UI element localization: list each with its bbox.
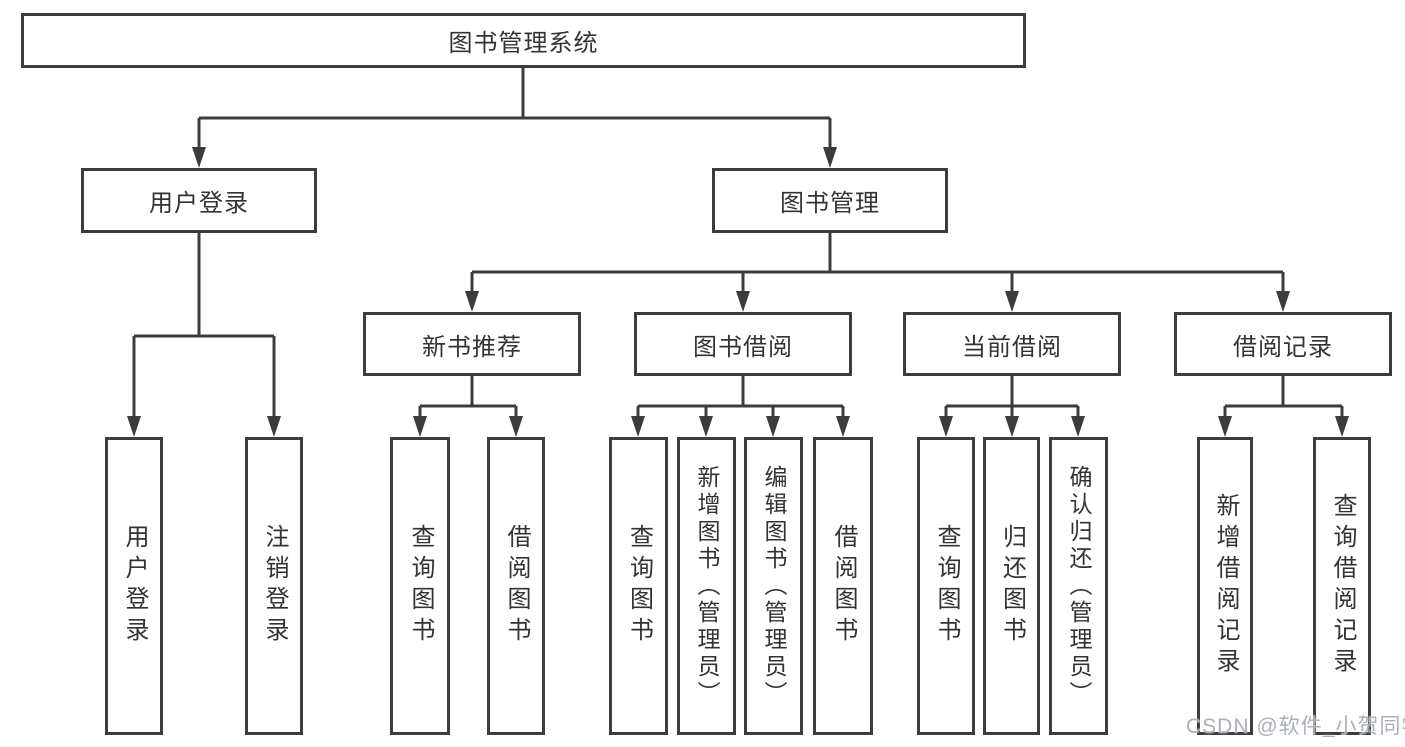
node-user-login-label: 用户登录 [149,190,249,217]
leaf-current-query-books-label: 查询图书 [933,524,960,648]
leaf-borrow-borrow-books: 借阅图书 [813,437,873,735]
leaf-records-query-record: 查询借阅记录 [1313,437,1371,735]
node-book-borrow-label: 图书借阅 [693,333,793,361]
leaf-current-return-books-label: 归还图书 [998,524,1026,648]
arrow-heads [127,147,1349,437]
node-new-book-recommend: 新书推荐 [363,312,581,376]
node-book-management: 图书管理 [712,168,948,233]
leaf-recommend-borrow-books-label: 借阅图书 [503,524,530,648]
node-borrow-records-label: 借阅记录 [1233,333,1333,361]
leaf-logout-label: 注销登录 [261,524,288,648]
leaf-logout: 注销登录 [245,437,303,735]
leaf-current-confirm-return-label: 确认归还（管理员） [1066,464,1092,708]
leaf-user-login: 用户登录 [105,437,163,735]
csdn-watermark: CSDN @软件_小贺同学 [1186,715,1405,738]
leaf-records-add-record-label: 新增借阅记录 [1212,493,1239,679]
node-current-borrow-label: 当前借阅 [962,333,1062,361]
node-root: 图书管理系统 [21,13,1026,68]
node-new-book-recommend-label: 新书推荐 [422,333,522,361]
leaf-recommend-borrow-books: 借阅图书 [487,437,545,735]
leaf-borrow-edit-books: 编辑图书（管理员） [744,437,803,735]
node-borrow-records: 借阅记录 [1174,312,1392,376]
leaf-borrow-query-books: 查询图书 [609,437,668,735]
leaf-current-query-books: 查询图书 [917,437,975,735]
leaf-records-add-record: 新增借阅记录 [1197,437,1253,735]
leaf-records-query-record-label: 查询借阅记录 [1329,493,1356,679]
node-root-label: 图书管理系统 [448,30,599,57]
leaf-borrow-add-books: 新增图书（管理员） [677,437,736,735]
leaf-recommend-query-books: 查询图书 [390,437,450,735]
leaf-borrow-borrow-books-label: 借阅图书 [830,524,857,648]
leaf-recommend-query-books-label: 查询图书 [407,524,434,648]
leaf-borrow-edit-books-label: 编辑图书（管理员） [761,464,787,708]
leaf-borrow-add-books-label: 新增图书（管理员） [694,464,720,708]
leaf-current-confirm-return: 确认归还（管理员） [1049,437,1108,735]
node-book-borrow: 图书借阅 [634,312,852,376]
leaf-borrow-query-books-label: 查询图书 [625,524,653,648]
leaf-user-login-label: 用户登录 [121,524,148,648]
node-user-login: 用户登录 [81,168,317,233]
node-current-borrow: 当前借阅 [903,312,1121,376]
connector-wires [132,68,1344,421]
leaf-current-return-books: 归还图书 [983,437,1040,735]
node-book-management-label: 图书管理 [780,190,880,217]
